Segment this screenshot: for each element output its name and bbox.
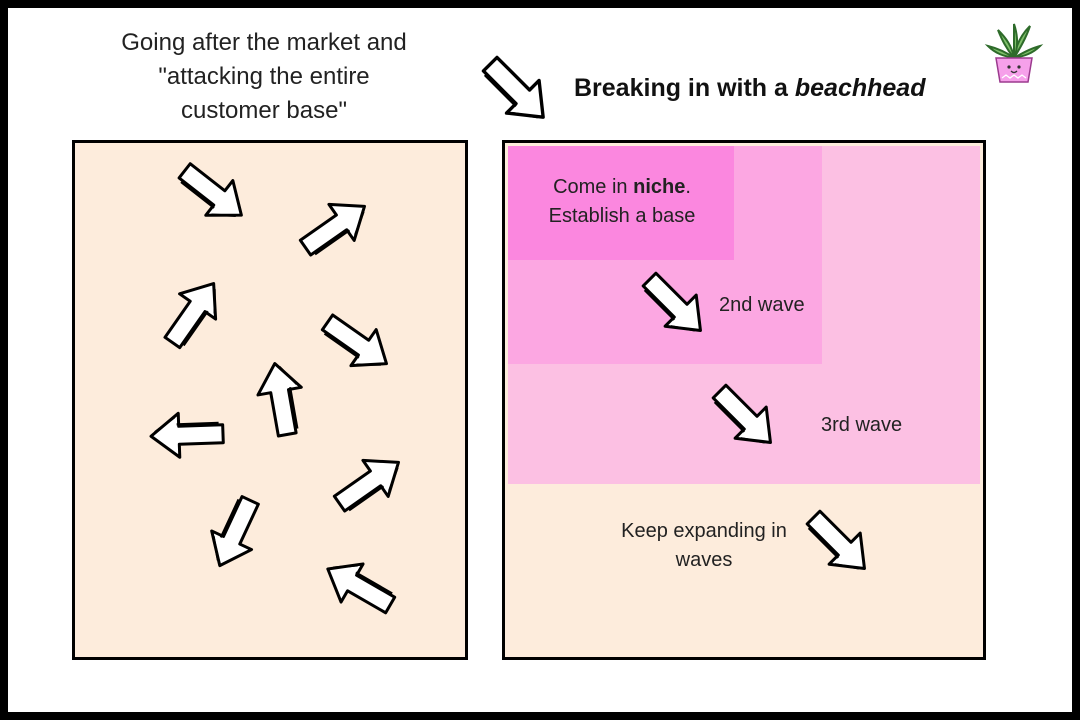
- niche-bold: niche: [633, 176, 686, 198]
- arrow-icon: [198, 489, 272, 577]
- left-title-line-3: customer base": [181, 97, 347, 124]
- arrow-icon: [291, 186, 379, 268]
- scattered-arrows: [148, 151, 413, 626]
- arrow-icon: [251, 358, 311, 440]
- arrow-icon: [702, 374, 788, 460]
- niche-prefix: Come in: [553, 176, 634, 198]
- niche-region: [508, 146, 734, 260]
- left-title-line-2: "attacking the entire: [158, 63, 370, 90]
- wave-arrows: [632, 262, 882, 586]
- niche-line-1: Come in niche.: [517, 173, 727, 202]
- niche-label: Come in niche. Establish a base: [517, 173, 727, 231]
- arrow-icon: [315, 548, 403, 626]
- expand-label: Keep expanding in waves: [599, 517, 809, 575]
- niche-line-2: Establish a base: [548, 205, 696, 227]
- left-title-line-1: Going after the market and: [121, 29, 407, 56]
- plant-icon: [984, 23, 1044, 83]
- expand-line-1: Keep expanding in: [621, 520, 787, 542]
- arrow-icon: [632, 262, 718, 348]
- arrow-icon: [169, 151, 257, 235]
- arrow-icon: [796, 500, 882, 586]
- arrow-icon: [325, 442, 413, 524]
- niche-suffix: .: [685, 176, 691, 198]
- right-title-emphasis: beachhead: [794, 74, 926, 102]
- wave3-label: 3rd wave: [821, 414, 903, 436]
- left-panel: [72, 140, 468, 660]
- arrow-icon: [152, 269, 234, 357]
- arrow-icon: [313, 302, 401, 384]
- right-title: Breaking in with a beachhead: [574, 74, 964, 103]
- wave2-label: 2nd wave: [719, 294, 805, 316]
- arrow-icon: [148, 410, 226, 460]
- left-title: Going after the market and "attacking th…: [84, 26, 444, 128]
- right-title-prefix: Breaking in with a: [574, 74, 795, 102]
- arrow-icon: [481, 55, 545, 119]
- expand-line-2: waves: [675, 549, 733, 571]
- right-panel: Come in niche. Establish a base 2nd wave…: [502, 140, 986, 660]
